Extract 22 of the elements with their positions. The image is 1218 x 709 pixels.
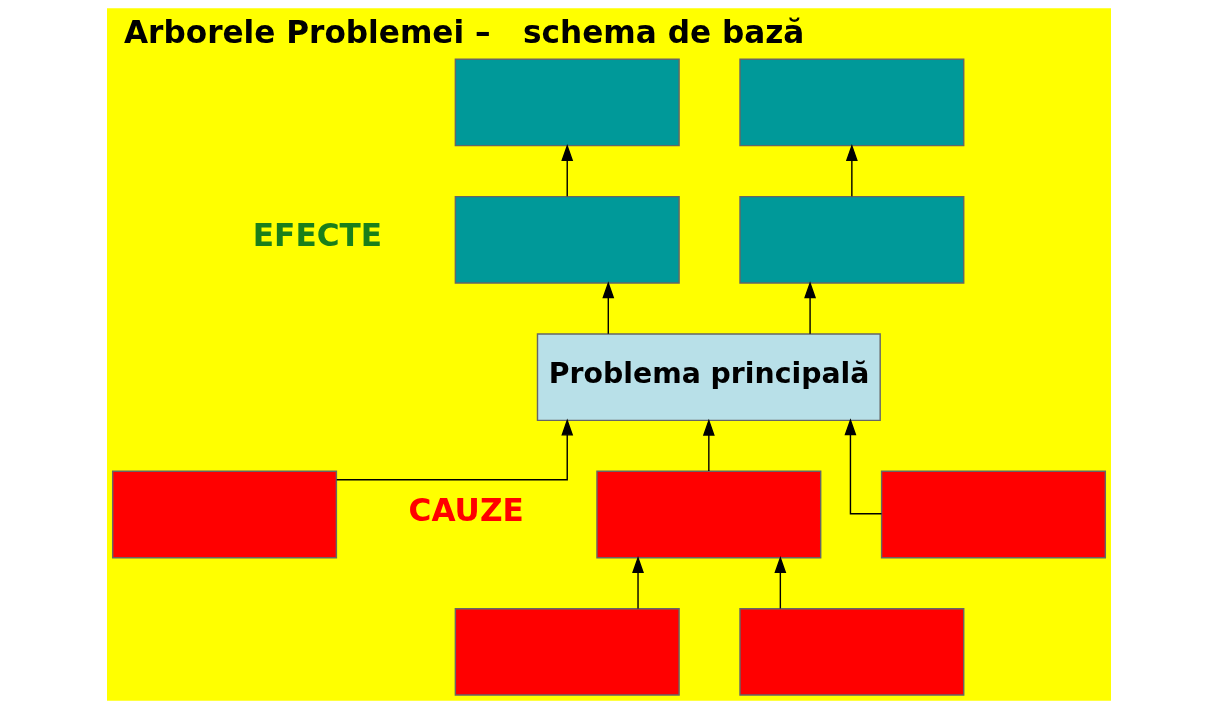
node-box — [111, 470, 338, 559]
node-box — [596, 470, 822, 559]
arrow — [804, 281, 817, 335]
node-box — [454, 195, 680, 284]
diagram-title: Arborele Problemei – schema de bază — [123, 14, 805, 51]
arrow — [845, 143, 858, 198]
arrow — [632, 556, 644, 610]
arrow — [844, 418, 883, 515]
arrow — [702, 418, 715, 472]
node-box — [739, 195, 965, 284]
node-box — [880, 470, 1107, 559]
node-box — [454, 58, 680, 147]
node-box — [454, 608, 680, 696]
arrow — [774, 556, 787, 610]
arrow — [561, 143, 574, 198]
label: CAUZE — [408, 492, 524, 529]
arrow — [336, 418, 574, 481]
arrow — [602, 281, 615, 335]
node-box — [739, 58, 965, 147]
node-box: Problema principală — [536, 333, 881, 422]
label: EFECTE — [252, 217, 383, 254]
node-box — [739, 608, 965, 696]
